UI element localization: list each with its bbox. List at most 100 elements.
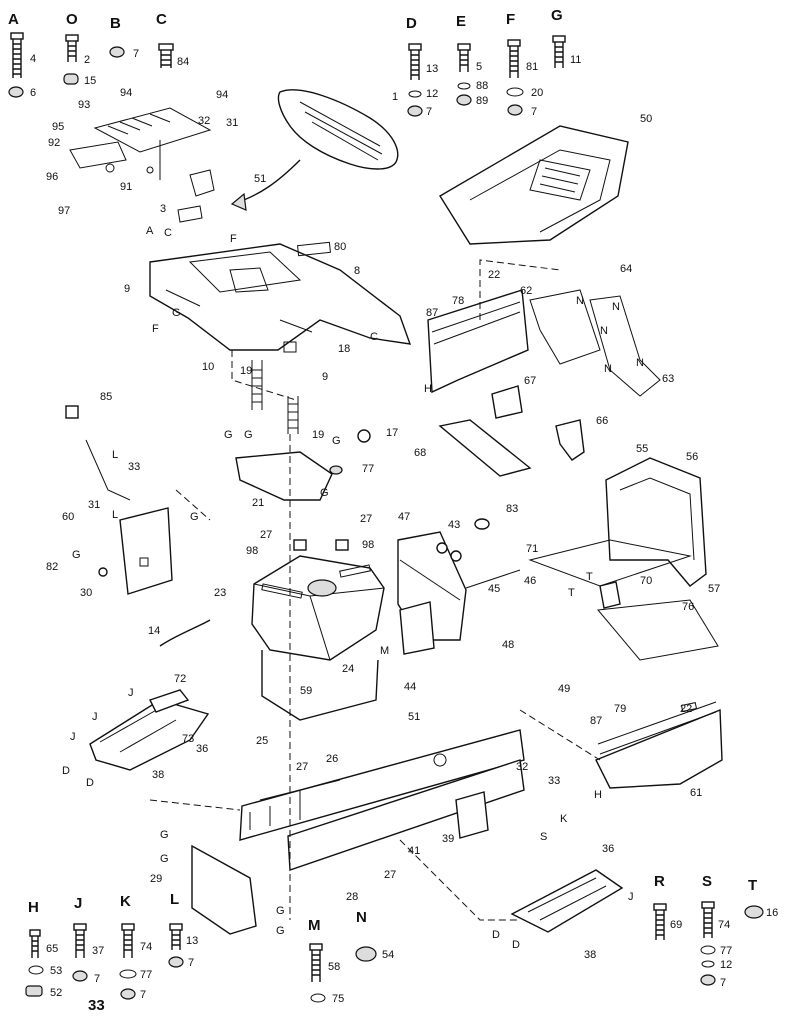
rear-panel xyxy=(191,844,257,935)
part-label: 27 xyxy=(360,513,372,525)
part-label: 41 xyxy=(408,845,420,857)
bolt-icon xyxy=(65,34,79,62)
part-label: 39 xyxy=(442,833,454,845)
part-label: 3 xyxy=(160,203,166,215)
part-label: 19 xyxy=(312,429,324,441)
hw-L-num-2: 7 xyxy=(188,957,194,969)
bolt-icon xyxy=(701,901,715,938)
callout-letter: G xyxy=(276,925,285,937)
hw-M-num-1: 58 xyxy=(328,961,340,973)
callout-letter: D xyxy=(512,939,520,951)
washer-icon xyxy=(408,90,422,98)
nut-icon xyxy=(120,988,136,1000)
callout-letter: G xyxy=(244,429,253,441)
part-label: 27 xyxy=(260,529,272,541)
callout-letter: S xyxy=(540,831,547,843)
hw-O-num-2: 15 xyxy=(84,75,96,87)
hw-header-O: O xyxy=(66,11,78,28)
nut-icon xyxy=(355,946,377,962)
part-label: 70 xyxy=(640,575,652,587)
callout-letter: M xyxy=(380,645,389,657)
callout-letter: A xyxy=(146,225,154,237)
washer-icon xyxy=(457,82,471,90)
part-label: 9 xyxy=(322,371,328,383)
part-label: 45 xyxy=(488,583,500,595)
bolt-icon xyxy=(309,943,323,982)
callout-letter: D xyxy=(62,765,70,777)
part-label: 68 xyxy=(414,447,426,459)
hw-D-num-1: 13 xyxy=(426,63,438,75)
hw-header-S: S xyxy=(702,873,712,890)
part-label: 92 xyxy=(48,137,60,149)
part-label: 33 xyxy=(548,775,560,787)
part-label: 56 xyxy=(686,451,698,463)
hw-header-B: B xyxy=(110,15,121,32)
part-label: 94 xyxy=(216,89,228,101)
callout-letter: C xyxy=(164,227,172,239)
nut-icon xyxy=(109,46,125,58)
hw-J-num-1: 37 xyxy=(92,945,104,957)
part-label: 24 xyxy=(342,663,354,675)
part-label: 49 xyxy=(558,683,570,695)
callout-letter: D xyxy=(86,777,94,789)
part-label: 63 xyxy=(662,373,674,385)
hw-header-G: G xyxy=(551,7,563,24)
callout-letter: H xyxy=(424,383,432,395)
hw-E-num-1: 5 xyxy=(476,61,482,73)
part-label: 23 xyxy=(214,587,226,599)
callout-letter: G xyxy=(332,435,341,447)
tank-strap xyxy=(261,650,379,721)
part-label: 64 xyxy=(620,263,632,275)
part-label: 72 xyxy=(174,673,186,685)
callout-letter: J xyxy=(92,711,98,723)
hw-F-num-3: 7 xyxy=(531,106,537,118)
part-label: 18 xyxy=(338,343,350,355)
nut-icon xyxy=(63,73,79,85)
fender xyxy=(149,241,412,353)
part-label: 67 xyxy=(524,375,536,387)
bolt-icon xyxy=(169,923,183,950)
part-label: 66 xyxy=(596,415,608,427)
hw-S-num-1: 74 xyxy=(718,919,730,931)
extra-label: 33 xyxy=(88,997,105,1014)
part-label: N xyxy=(636,357,644,369)
part-label: 31 xyxy=(88,499,100,511)
part-label: 61 xyxy=(690,787,702,799)
part-label: 17 xyxy=(386,427,398,439)
seat-assembly xyxy=(230,89,399,211)
hw-D-num-3: 7 xyxy=(426,106,432,118)
part-label: 73 xyxy=(182,733,194,745)
hw-header-D: D xyxy=(406,15,417,32)
bolt-icon xyxy=(10,32,24,78)
mid-brackets xyxy=(397,518,521,655)
callout-letter: F xyxy=(152,323,159,335)
hw-header-C: C xyxy=(156,11,167,28)
steering-parts xyxy=(235,360,371,501)
bracket-66 xyxy=(555,419,585,461)
hw-H-num-2: 53 xyxy=(50,965,62,977)
hw-D-num-2: 12 xyxy=(426,88,438,100)
nut-icon xyxy=(407,105,423,117)
part-label: 71 xyxy=(526,543,538,555)
callout-letter: L xyxy=(112,449,118,461)
chassis-frame xyxy=(239,729,525,871)
hw-S-num-3: 12 xyxy=(720,959,732,971)
bolt-icon xyxy=(158,43,174,68)
nut-icon xyxy=(72,970,88,982)
part-label: 80 xyxy=(334,241,346,253)
callout-letter: D xyxy=(492,929,500,941)
hw-C-num-1: 84 xyxy=(177,56,189,68)
hardware-key-top: A O B C D E F G 4 6 2 15 7 84 xyxy=(8,7,581,118)
hw-A-num-2: 6 xyxy=(30,87,36,99)
part-label: 77 xyxy=(362,463,374,475)
hw-header-M: M xyxy=(308,917,321,934)
part-label: 94 xyxy=(120,87,132,99)
part-label: 51 xyxy=(408,711,420,723)
hw-G-num-1: 11 xyxy=(570,54,581,66)
part-label: N xyxy=(612,301,620,313)
callout-letter: F xyxy=(230,233,237,245)
hardware-key-bottom: H J K L M N R S T 65 53 52 37 7 74 xyxy=(25,873,778,1014)
assembly-dashed-lines xyxy=(149,259,601,921)
part-label: 48 xyxy=(502,639,514,651)
bracket-67 xyxy=(491,385,523,419)
